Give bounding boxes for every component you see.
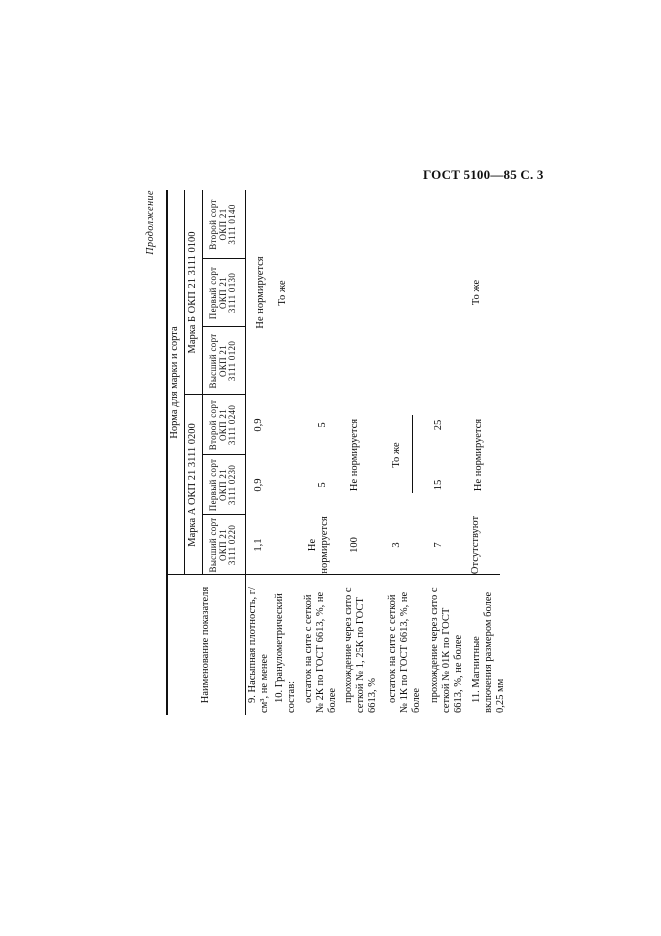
rotated-table: Продолжение Наименование показателя Норм…	[145, 190, 506, 715]
value: 100	[349, 537, 360, 553]
value-not-normed-a: Не нормируется	[473, 418, 484, 492]
value-not-normed-a: Не нормируется	[349, 418, 360, 492]
header-indicator: Наименование показателя	[199, 586, 211, 704]
row-label: 9. Насыпная плотность, г/см³, не менее	[247, 586, 271, 713]
value: 5	[317, 482, 328, 488]
value: 3	[391, 542, 402, 548]
row-label: прохождение через сито с сеткой № 01К по…	[429, 587, 465, 714]
header-norm: Норма для марки и сорта	[169, 326, 181, 439]
row-label: остаток на сите с сеткой № 1К по ГОСТ 66…	[387, 591, 423, 713]
divider-line	[412, 415, 413, 493]
value: 15	[433, 479, 444, 491]
row-label: прохождение через сито с сеткой № 1, 25К…	[343, 587, 379, 714]
value-same-b: То же	[277, 280, 288, 306]
page-header: ГОСТ 5100—85 С. 3	[423, 167, 544, 182]
value: 0,9	[253, 478, 264, 492]
header-brand-b: Марка Б ОКП 21 3111 0100	[186, 231, 198, 354]
value: 7	[433, 542, 444, 548]
value-not-normed-b: Не нормируется	[255, 256, 266, 329]
value: 25	[433, 419, 444, 431]
header-rule	[245, 190, 246, 715]
header-brand-a: Марка А ОКП 21 3111 0200	[186, 423, 198, 547]
value-same-a: То же	[391, 442, 402, 468]
value: 1,1	[253, 538, 264, 552]
value: 5	[317, 422, 328, 428]
value: 0,9	[253, 418, 264, 432]
row-label: 11. Магнитные включения размером более 0…	[471, 591, 507, 713]
value: Не нормируется	[307, 516, 330, 574]
row-label: остаток на сите с сеткой № 2К по ГОСТ 66…	[303, 591, 339, 713]
value: Отсутствуют	[470, 515, 481, 575]
row-label: 10. Гранулометрический состав:	[274, 593, 298, 713]
continuation-label: Продолжение	[145, 190, 156, 255]
value-same-b: То же	[471, 279, 482, 306]
